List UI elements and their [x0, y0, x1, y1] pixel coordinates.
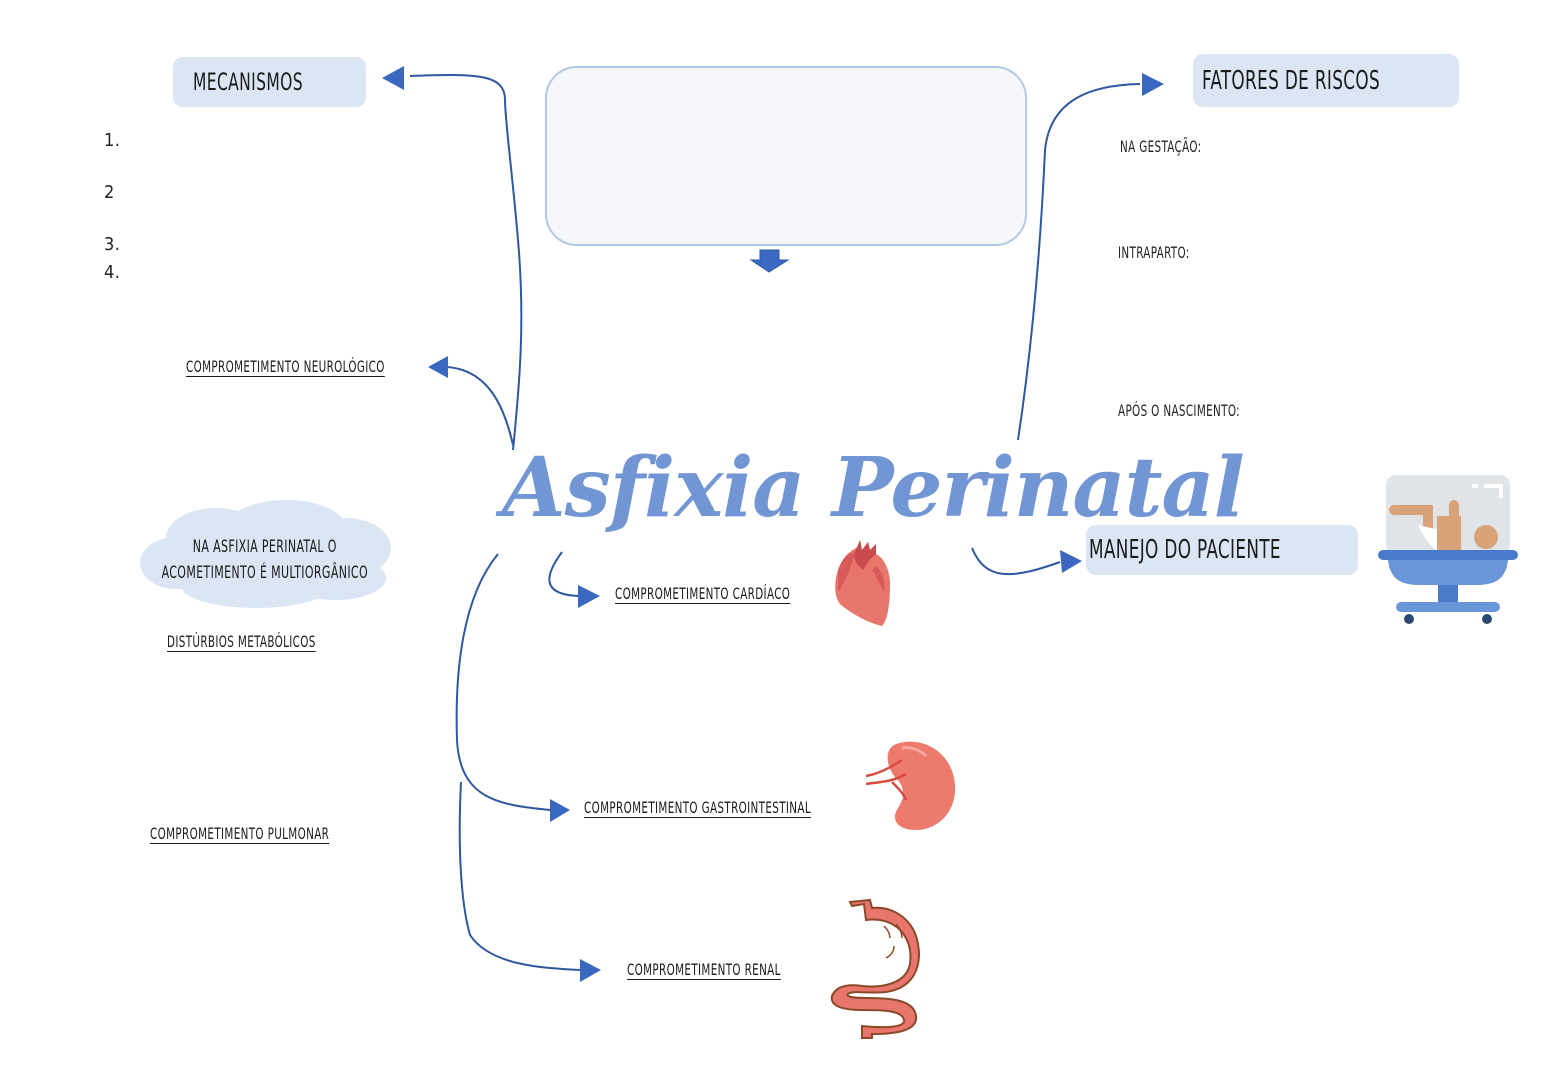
- branch-gastro: COMPROMETIMENTO GASTROINTESTINAL: [584, 798, 812, 817]
- risk-section-intraparto: INTRAPARTO:: [1118, 243, 1190, 262]
- branch-pulmonar: COMPROMETIMENTO PULMONAR: [150, 824, 330, 843]
- cloud-note-line1: NA ASFIXIA PERINATAL O: [192, 537, 337, 557]
- arrow-to-neurologico: [446, 366, 514, 446]
- arrowhead-fatores: [1142, 73, 1164, 96]
- fatores-header-label: FATORES DE RISCOS: [1202, 65, 1381, 96]
- arrow-to-cardiaco: [548, 551, 581, 597]
- risk-section-apos-nascimento: APÓS O NASCIMENTO:: [1118, 401, 1241, 420]
- arrowhead-manejo: [1060, 550, 1082, 573]
- arrowhead-gastro: [550, 799, 570, 822]
- mecanismos-header-label: MECANISMOS: [193, 68, 304, 96]
- risk-section-gestacao: NA GESTAÇÃO:: [1120, 137, 1202, 156]
- cloud-shape: [140, 500, 391, 608]
- stomach-intestine-icon: [830, 898, 920, 1039]
- arrowhead-neurologico: [428, 356, 448, 378]
- arrowhead-mecanismos: [382, 66, 404, 90]
- definition-box: [545, 66, 1027, 246]
- kidney-icon: [865, 741, 956, 830]
- branch-cardiaco: COMPROMETIMENTO CARDÍACO: [615, 584, 791, 603]
- arrowhead-renal: [580, 959, 601, 982]
- branch-metabolicos: DISTÚRBIOS METABÓLICOS: [167, 632, 316, 651]
- heart-icon: [835, 540, 890, 626]
- page-title: Asfixia Perinatal: [502, 440, 1245, 536]
- cloud-note-line2: ACOMETIMENTO É MULTIORGÂNICO: [161, 563, 369, 583]
- arrow-to-manejo: [971, 547, 1061, 576]
- cloud-note: NA ASFIXIA PERINATAL O ACOMETIMENTO É MU…: [146, 534, 384, 586]
- mecanismos-item-2: 2: [104, 182, 115, 203]
- fatores-header: FATORES DE RISCOS: [1193, 54, 1459, 107]
- arrow-to-renal: [458, 781, 581, 971]
- branch-neurologico: COMPROMETIMENTO NEUROLÓGICO: [186, 357, 385, 376]
- incubator-icon: [1378, 475, 1518, 624]
- mecanismos-item-4: 4.: [104, 262, 121, 283]
- mecanismos-item-3: 3.: [104, 234, 121, 255]
- mecanismos-item-1: 1.: [104, 130, 121, 151]
- manejo-header-label: MANEJO DO PACIENTE: [1088, 535, 1281, 565]
- arrow-to-gastro: [455, 553, 551, 811]
- arrowhead-cardiaco: [578, 585, 600, 608]
- branch-renal: COMPROMETIMENTO RENAL: [627, 960, 781, 979]
- arrow-to-fatores: [1017, 83, 1141, 441]
- manejo-header: MANEJO DO PACIENTE: [1086, 525, 1358, 575]
- down-arrow-icon: [749, 249, 790, 273]
- arrow-to-mecanismos: [409, 73, 523, 451]
- mecanismos-header: MECANISMOS: [173, 57, 366, 107]
